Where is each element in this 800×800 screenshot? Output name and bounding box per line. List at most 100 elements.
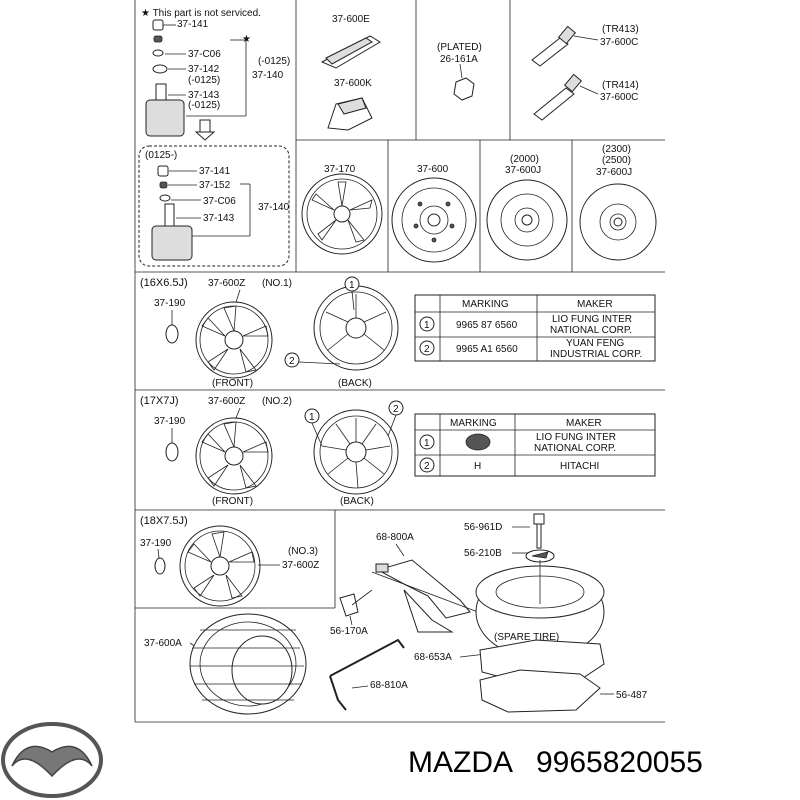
wheel-17-back-icon bbox=[313, 409, 399, 495]
tire-icon bbox=[189, 613, 307, 715]
sensor-new-body-icon bbox=[151, 203, 193, 261]
wheel-top-1-part: 37-170 bbox=[324, 164, 356, 175]
section-16-group: (16X6.5J) 37-600Z (NO.1) 37-190 (FRONT) bbox=[140, 276, 656, 389]
sensor-seal-icon bbox=[152, 64, 168, 74]
jack-handle-label: 56-170A bbox=[330, 626, 368, 637]
wheel-top-3-code: (2000) bbox=[510, 154, 539, 165]
table-17-header-maker: MAKER bbox=[566, 418, 602, 429]
sensor-old-label-2: 37-C06 bbox=[188, 49, 221, 60]
section-16-back: (BACK) bbox=[338, 378, 372, 389]
table-17-row-2-marking: H bbox=[474, 461, 481, 472]
section-17-size: (17X7J) bbox=[140, 395, 179, 407]
wrench-label: 68-810A bbox=[370, 680, 408, 691]
grid-lines bbox=[134, 0, 665, 723]
plated-note: (PLATED) bbox=[437, 42, 482, 53]
valve-e-group: 37-600E 37-600K bbox=[320, 14, 381, 131]
valve-tr413-icon bbox=[531, 25, 577, 67]
table-16-header-marking: MARKING bbox=[462, 299, 509, 310]
alloy-wheel-icon bbox=[301, 173, 383, 255]
marker-1-icon: 1 bbox=[344, 276, 360, 311]
tr413-code: (TR413) bbox=[602, 24, 639, 35]
table-16-row-2-num: 2 bbox=[424, 344, 430, 355]
part-number: 9965820055 bbox=[536, 746, 703, 779]
section-16-front: (FRONT) bbox=[212, 378, 253, 389]
tr413-part: 37-600C bbox=[600, 37, 638, 48]
compact-spare-wheel-icon bbox=[579, 183, 657, 261]
wheel-top-4-code2: (2500) bbox=[602, 155, 631, 166]
section-18-wheel: 37-600Z bbox=[282, 560, 319, 571]
section-17-group: (17X7J) 37-600Z (NO.2) 37-190 (FRONT) bbox=[140, 395, 656, 507]
section-17-back: (BACK) bbox=[340, 496, 374, 507]
wheel-18-icon bbox=[179, 525, 261, 607]
section-17-no: (NO.2) bbox=[262, 396, 292, 407]
lio-fung-logo-icon bbox=[465, 433, 491, 451]
center-cap-icon bbox=[165, 442, 179, 462]
brand-name: MAZDA bbox=[408, 746, 513, 779]
section-18-size: (18X7.5J) bbox=[140, 515, 188, 527]
svg-text:2: 2 bbox=[289, 356, 295, 367]
wheel-16-front-icon bbox=[195, 301, 273, 379]
section-18-no: (NO.3) bbox=[288, 546, 318, 557]
valve-k-icon bbox=[327, 97, 373, 131]
sensor-cap-icon bbox=[152, 19, 164, 31]
marker-2-icon: 2 bbox=[387, 400, 404, 437]
not-serviced-note: ★ This part is not serviced. bbox=[141, 8, 261, 19]
valve-tr-group: (TR413) 37-600C (TR414) 37-600C bbox=[531, 24, 639, 121]
section-18-group: (18X7.5J) 37-190 (NO.3) 37-600Z bbox=[140, 515, 319, 607]
wheel-top-3-part: 37-600J bbox=[505, 165, 541, 176]
sensor-old-label-6: (-0125) bbox=[188, 100, 220, 111]
svg-text:1: 1 bbox=[309, 412, 315, 423]
wheel-17-front-icon bbox=[195, 417, 273, 495]
spare-tire-icon bbox=[475, 560, 605, 659]
table-16-row-1-maker2: NATIONAL CORP. bbox=[550, 325, 632, 336]
valve-nut-icon bbox=[453, 77, 475, 101]
bolt-label: 56-961D bbox=[464, 522, 502, 533]
table-17-row-2-maker1: HITACHI bbox=[560, 461, 599, 472]
tr414-code: (TR414) bbox=[602, 80, 639, 91]
section-17-front: (FRONT) bbox=[212, 496, 253, 507]
sensor-old-group: ★ This part is not serviced. 37-141 ★ 37… bbox=[141, 8, 290, 141]
table-16-row-2-maker2: INDUSTRIAL CORP. bbox=[550, 349, 642, 360]
wing-nut-label: 56-210B bbox=[464, 548, 502, 559]
wheel-top-4-code1: (2300) bbox=[602, 144, 631, 155]
sensor-new-label-4: 37-143 bbox=[203, 213, 235, 224]
sensor-new-washer-icon bbox=[159, 181, 168, 189]
sensor-old-label-3: 37-142 bbox=[188, 64, 220, 75]
svg-text:2: 2 bbox=[393, 404, 399, 415]
table-17-row-1-maker2: NATIONAL CORP. bbox=[534, 443, 616, 454]
section-17-cap: 37-190 bbox=[154, 416, 186, 427]
sensor-new-label-2: 37-152 bbox=[199, 180, 231, 191]
svg-text:1: 1 bbox=[349, 280, 355, 291]
section-17-wheel: 37-600Z bbox=[208, 396, 245, 407]
sensor-new-ref: 37-140 bbox=[258, 202, 290, 213]
marking-table-17: MARKING MAKER 1 LIO FUNG INTER NATIONAL … bbox=[414, 413, 656, 477]
spare-label: (SPARE TIRE) bbox=[494, 632, 559, 643]
center-cap-icon bbox=[154, 557, 166, 575]
jack-icon bbox=[371, 559, 479, 633]
wheel-2300-group: (2300) (2500) 37-600J bbox=[579, 144, 657, 261]
spare-steel-wheel-icon bbox=[486, 179, 568, 261]
wheel-top-4-part: 37-600J bbox=[596, 167, 632, 178]
table-16-row-1-maker1: LIO FUNG INTER bbox=[552, 314, 632, 325]
tools-group: 37-600A 68-800A 56-170A 68-810A bbox=[144, 513, 648, 715]
nut-part-label: 26-161A bbox=[440, 54, 478, 65]
wrench-icon bbox=[329, 638, 405, 711]
sensor-old-label-5: 37-143 bbox=[188, 90, 220, 101]
sensor-new-label-1: 37-141 bbox=[199, 166, 231, 177]
cover-label: 56-487 bbox=[616, 690, 648, 701]
spare-cover-icon bbox=[479, 669, 601, 713]
sensor-grommet-icon bbox=[152, 49, 164, 57]
sensor-new-title: (0125-) bbox=[145, 150, 177, 161]
section-18-cap: 37-190 bbox=[140, 538, 172, 549]
jack-part-label: 68-800A bbox=[376, 532, 414, 543]
sensor-new-cap-icon bbox=[157, 165, 169, 177]
sensor-old-label-4: (-0125) bbox=[188, 75, 220, 86]
valve-e-icon bbox=[320, 35, 381, 69]
section-16-cap: 37-190 bbox=[154, 298, 186, 309]
valve-tr414-icon bbox=[533, 73, 583, 121]
arrow-down-icon bbox=[194, 119, 216, 141]
steel-wheel-icon bbox=[391, 177, 477, 263]
mazda-logo bbox=[1, 722, 103, 798]
jack-handle-icon bbox=[339, 589, 373, 617]
